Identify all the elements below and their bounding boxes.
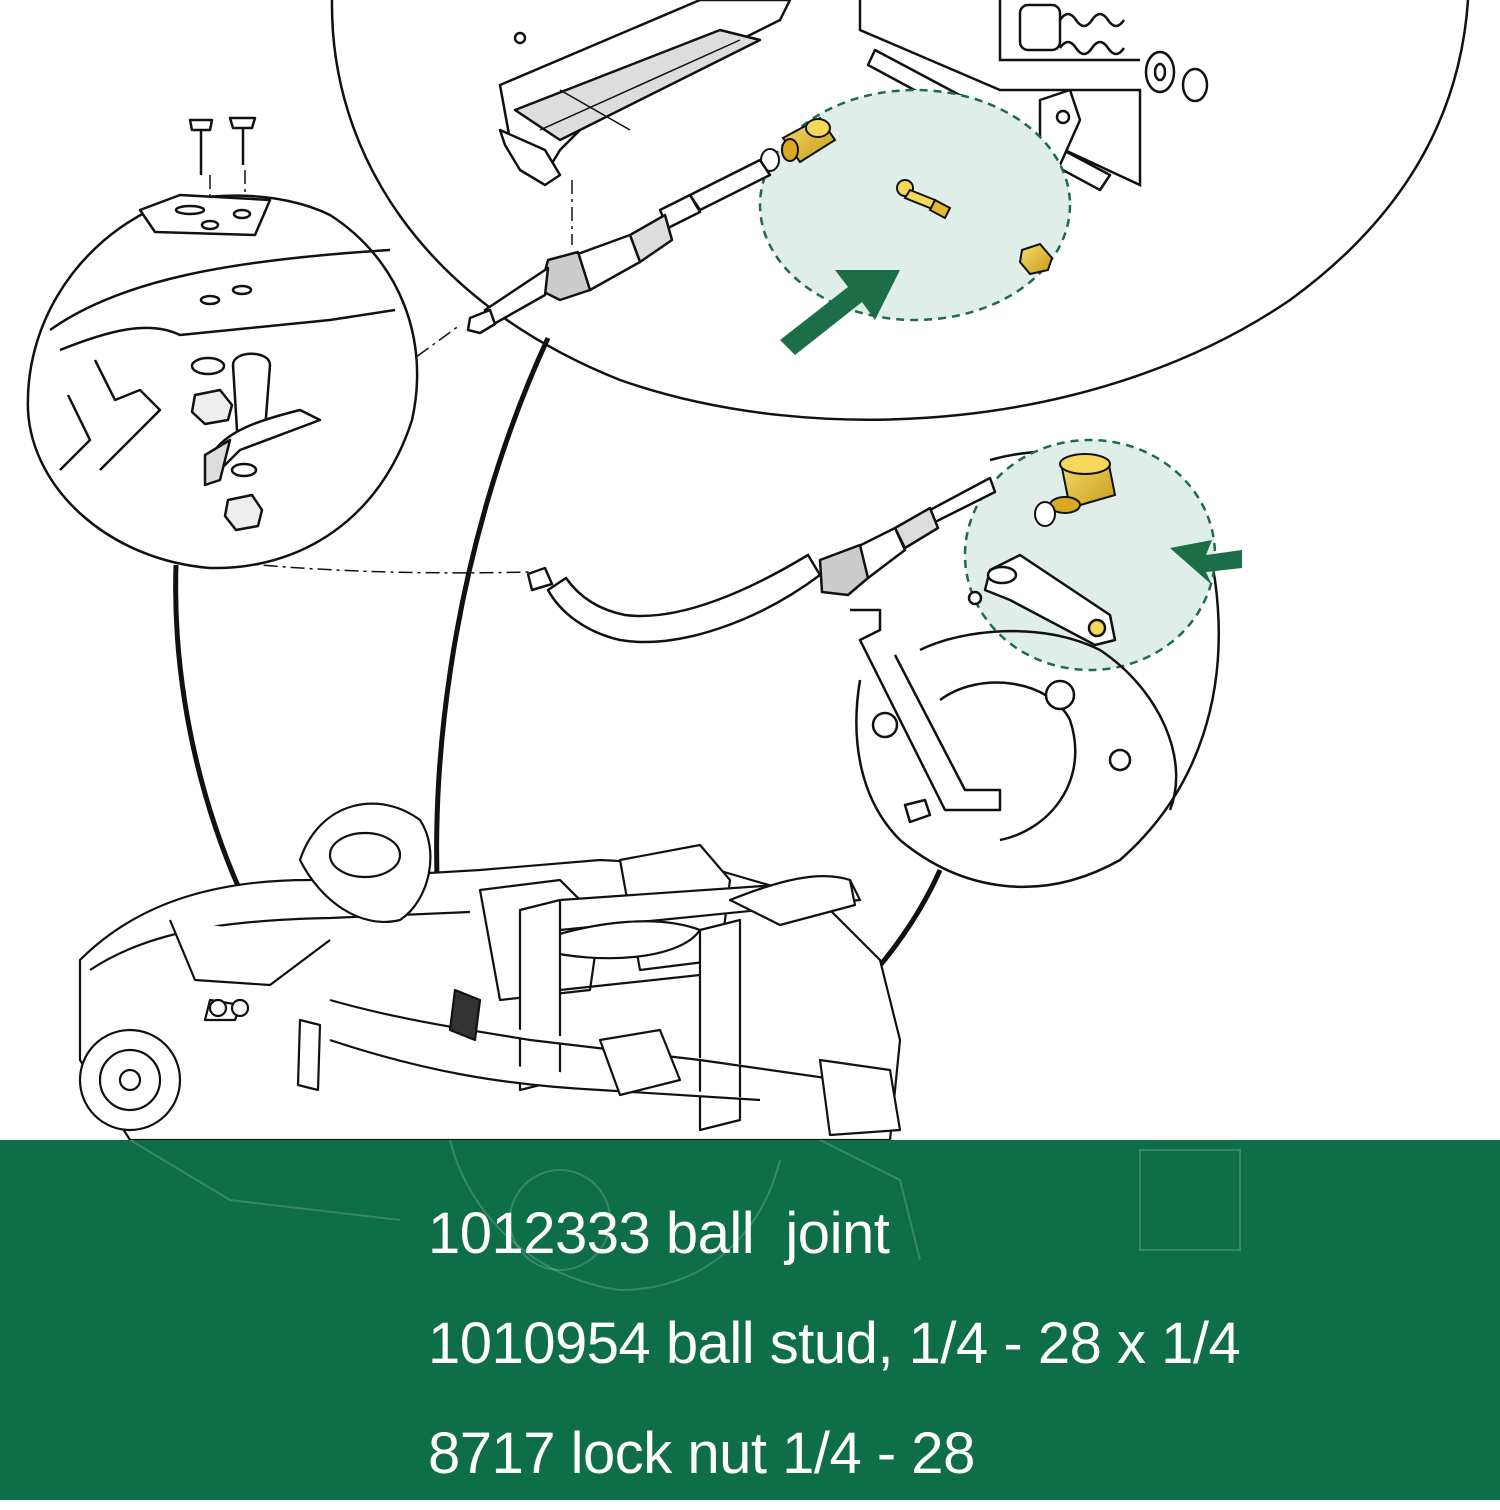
ball-joint-upper <box>760 116 837 172</box>
bracket-assembly <box>49 116 396 532</box>
spring-assembly <box>858 0 1209 187</box>
ball-joint-lower <box>1034 453 1117 527</box>
shifter-cable-upper <box>466 158 772 335</box>
legend-row-ball-stud: 1010954 ball stud, 1/4 - 28 x 1/4 <box>0 1290 1500 1400</box>
cart-ghost-overlay <box>129 1140 1241 1292</box>
transaxle-arm <box>967 553 1117 647</box>
arrow-left <box>1170 540 1242 585</box>
ball-stud-upper <box>896 179 952 220</box>
legend-row-lock-nut: 8717 lock nut 1/4 - 28 <box>0 1400 1500 1510</box>
shifter-lever <box>498 0 792 187</box>
lock-nut-label: 8717 lock nut 1/4 - 28 <box>428 1421 975 1486</box>
transaxle-housing <box>850 608 1178 842</box>
shifter-detail-callout <box>330 0 1470 421</box>
ball-stud-label: 1010954 ball stud, 1/4 - 28 x 1/4 <box>428 1311 1241 1376</box>
arrow-upper-right <box>780 270 900 355</box>
ball-joint-callout-upper <box>758 88 1072 322</box>
lock-nut-upper <box>1018 242 1054 276</box>
shifter-cable-lower <box>526 476 997 644</box>
parts-legend-band: 1012333 ball joint 1010954 ball stud, 1/… <box>0 1140 1500 1500</box>
legend-row-ball-joint: 1012333 ball joint <box>0 1180 1500 1290</box>
golf-cart <box>78 802 902 1142</box>
bracket-detail-callout <box>26 194 419 570</box>
ball-joint-label: 1012333 ball joint <box>428 1201 890 1266</box>
